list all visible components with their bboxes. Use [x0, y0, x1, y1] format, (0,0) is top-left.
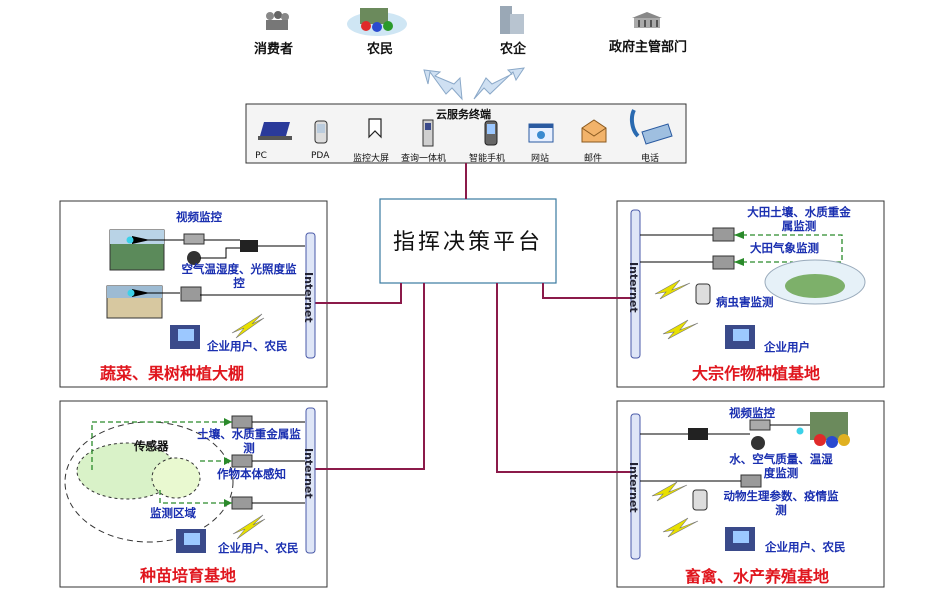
greenhouse-panel-border [59, 200, 328, 388]
nursery-users-label: 企业用户、农民 [218, 541, 299, 555]
pc-icon [258, 120, 294, 146]
greenhouse-sensor-label: 空气温湿度、光照度监控 [181, 262, 297, 290]
farmers-icon [346, 4, 408, 36]
consumers-label: 消费者 [254, 42, 294, 57]
internet-label-nursery: Internet [302, 448, 315, 499]
field-weather-label: 大田气象监测 [750, 241, 819, 255]
smartphone-icon [484, 120, 498, 150]
livestock-panel-border [616, 400, 885, 588]
nursery-diagram [64, 415, 305, 553]
center-box-border [379, 198, 557, 284]
device-label-big-screen: 监控大屏 [353, 154, 390, 164]
field-users-label: 企业用户 [764, 340, 810, 354]
kiosk-icon [421, 118, 435, 152]
government-icon [630, 12, 664, 30]
center-title: 指挥决策平台 [392, 230, 543, 255]
nursery-sensor-label: 传感器 [134, 439, 169, 453]
mail-icon [580, 118, 608, 148]
link-lines [312, 163, 634, 473]
field-title: 大宗作物种植基地 [692, 364, 821, 383]
device-label-website: 网站 [531, 154, 550, 164]
greenhouse-users-label: 企业用户、农民 [207, 339, 288, 353]
cloud-title: 云服务终端 [436, 108, 491, 121]
website-icon [528, 123, 554, 147]
greenhouse-title: 蔬菜、果树种植大棚 [100, 364, 245, 383]
field-diagram [640, 227, 866, 349]
device-label-kiosk: 查询一体机 [401, 154, 447, 164]
device-label-phone: 电话 [641, 154, 660, 164]
field-panel-border [616, 200, 885, 388]
device-label-pda: PDA [311, 151, 330, 161]
internet-label-livestock: Internet [627, 462, 640, 513]
device-label-smartphone: 智能手机 [469, 154, 506, 164]
internet-label-greenhouse: Internet [302, 272, 315, 323]
livestock-title: 畜禽、水产养殖基地 [685, 567, 830, 586]
field-pest-label: 病虫害监测 [716, 295, 774, 309]
big-screen-icon [367, 117, 383, 147]
device-label-mail: 邮件 [584, 154, 603, 164]
greenhouse-diagram [106, 229, 305, 349]
livestock-users-label: 企业用户、农民 [765, 540, 846, 554]
livestock-env-label: 水、空气质量、温湿度监测 [729, 452, 833, 480]
device-label-pc: PC [255, 151, 267, 161]
nursery-panel-border [59, 400, 328, 588]
up-arrows [423, 67, 526, 101]
livestock-video-label: 视频监控 [729, 406, 775, 420]
nursery-title: 种苗培育基地 [140, 566, 237, 585]
pda-icon [314, 120, 328, 148]
livestock-animal-label: 动物生理参数、疫情监测 [723, 489, 839, 517]
nursery-soil-label: 土壤、水质重金属监测 [197, 427, 301, 455]
enterprises-label: 农企 [500, 42, 527, 57]
livestock-diagram [640, 412, 850, 551]
government-label: 政府主管部门 [609, 40, 688, 55]
consumers-icon [262, 10, 292, 30]
internet-label-field: Internet [627, 262, 640, 313]
farmers-label: 农民 [367, 42, 394, 57]
nursery-crop-label: 作物本体感知 [217, 467, 286, 481]
internet-bars [305, 209, 641, 560]
nursery-zone-label: 监测区域 [150, 506, 196, 520]
field-soil-label: 大田土壤、水质重金属监测 [747, 205, 851, 233]
greenhouse-video-label: 视频监控 [176, 210, 222, 224]
enterprises-icon [496, 2, 526, 36]
phone-icon [628, 106, 674, 150]
